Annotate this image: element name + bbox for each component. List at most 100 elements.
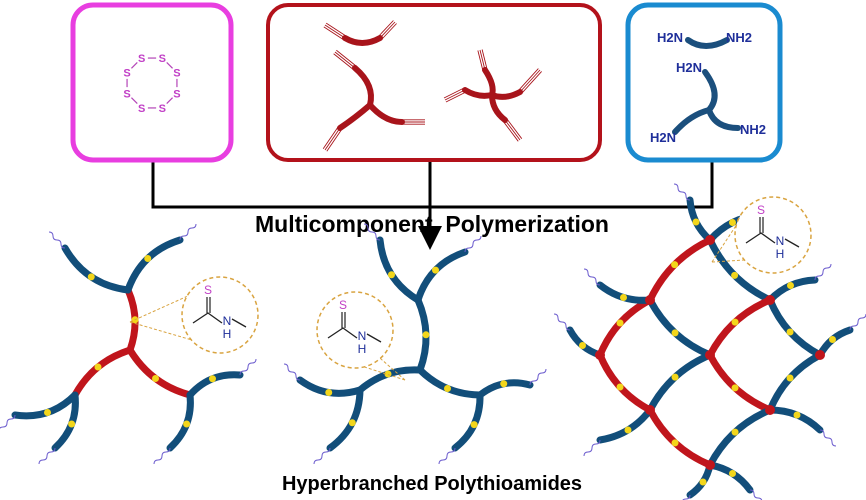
thioamide-linkage — [183, 420, 191, 428]
triple-bond — [443, 87, 465, 99]
nitrogen-atom: N — [776, 234, 785, 248]
chain-end — [363, 223, 381, 241]
thioamide-linkage — [87, 273, 95, 281]
connector-lines — [151, 160, 714, 250]
thioamide-linkage — [579, 342, 586, 349]
polymer-segment — [71, 346, 134, 399]
thioamide-linkage — [731, 318, 739, 326]
polymer-segment — [376, 236, 422, 304]
chain-end — [313, 447, 331, 465]
triple-bond — [521, 71, 542, 94]
thioamide-linkage — [616, 383, 624, 391]
triple-bond — [323, 26, 345, 41]
polymer-segment — [596, 406, 654, 444]
thioamide-linkage — [94, 363, 102, 371]
chain-end — [749, 489, 763, 500]
thioamide-linkage — [152, 375, 159, 382]
thioamide-linkage — [325, 389, 333, 396]
thioamide-linkage — [432, 266, 439, 274]
thioamide-linkage — [829, 336, 836, 343]
triple-bond — [519, 69, 541, 93]
chain-end — [239, 358, 257, 376]
branch-node — [705, 350, 715, 360]
sulfur-atom: S — [138, 53, 145, 65]
inset-circle — [734, 196, 812, 274]
chain-end — [673, 183, 691, 201]
thioamide-bonds — [327, 327, 382, 343]
sulfur-atom: S — [339, 298, 347, 312]
thioamide-linkage — [144, 255, 152, 262]
triple-bond — [504, 119, 521, 141]
thioamide-linkage — [671, 439, 679, 447]
reaction-title: Multicomponent Polymerization — [255, 211, 609, 237]
thio-double-bond — [759, 217, 764, 233]
chain-end — [819, 429, 837, 447]
hydrogen-atom: H — [223, 327, 232, 341]
polymer-segment — [646, 296, 714, 359]
polymer-segment — [596, 351, 654, 414]
chain-end — [38, 447, 56, 465]
thioamide-linkage — [209, 375, 216, 383]
thioamide-linkage — [616, 319, 624, 327]
sulfur-atom: S — [123, 68, 130, 80]
polymer-segment — [706, 406, 774, 469]
chain-end — [529, 368, 547, 386]
polymer-segment — [124, 236, 184, 294]
hydrogen-atom: H — [358, 342, 367, 356]
chain-end — [583, 439, 601, 457]
bond-line — [166, 62, 173, 69]
polymer-segment — [646, 351, 714, 414]
polymer-segment — [766, 296, 824, 359]
thioamide-linkage — [731, 384, 739, 392]
thioamide-linkage — [388, 271, 395, 279]
thioamide-linkage — [699, 478, 707, 486]
thioamide-linkage — [671, 373, 679, 381]
thioamide-linkage — [786, 374, 794, 382]
chain-end — [682, 494, 691, 500]
triple-bond — [445, 91, 467, 103]
sulfur-atom: S — [173, 68, 180, 80]
sulfur-atom: S — [123, 88, 130, 100]
branch-node — [765, 405, 775, 415]
branch-node — [595, 350, 605, 360]
thioamide-linkage — [729, 219, 736, 226]
thioamide-linkage — [444, 385, 451, 392]
sulfur-atom: S — [173, 88, 180, 100]
inset-pointer — [129, 294, 191, 323]
thioamide-linkage — [692, 218, 700, 226]
inset-pointer — [326, 354, 406, 381]
thioamide-linkage — [624, 426, 632, 434]
sulfur-atom: S — [204, 283, 212, 297]
sulfur-atom: S — [138, 103, 145, 115]
polymer-segment — [766, 351, 824, 414]
chain-end — [553, 313, 571, 331]
triple-bond — [325, 22, 347, 37]
thioamide-linkage — [731, 428, 739, 436]
sulfur-atom: S — [159, 53, 166, 65]
monomer-arm — [367, 102, 405, 125]
alkyne-box — [266, 3, 602, 162]
triple-bond — [477, 50, 484, 71]
monomer-arm — [342, 35, 383, 46]
branch-node — [705, 460, 715, 470]
polymer-networks — [0, 183, 866, 500]
branch-node — [765, 295, 775, 305]
polymer-segment — [126, 346, 194, 399]
thioamide-bonds — [192, 312, 247, 328]
polymer-segment — [686, 461, 714, 499]
chain-end — [153, 447, 171, 465]
branch-node — [645, 405, 655, 415]
alkyne-monomers — [322, 20, 542, 152]
sulfur-atom: S — [159, 103, 166, 115]
chain-end — [814, 263, 832, 281]
thioamide-linkage — [731, 271, 739, 279]
triple-bond — [502, 121, 519, 142]
branch-node — [815, 350, 825, 360]
inset-pointer — [324, 309, 406, 381]
chain-end — [283, 363, 301, 381]
monomer-arm — [489, 92, 508, 123]
thioamide-linkage — [470, 421, 478, 429]
triple-bond — [334, 51, 356, 69]
